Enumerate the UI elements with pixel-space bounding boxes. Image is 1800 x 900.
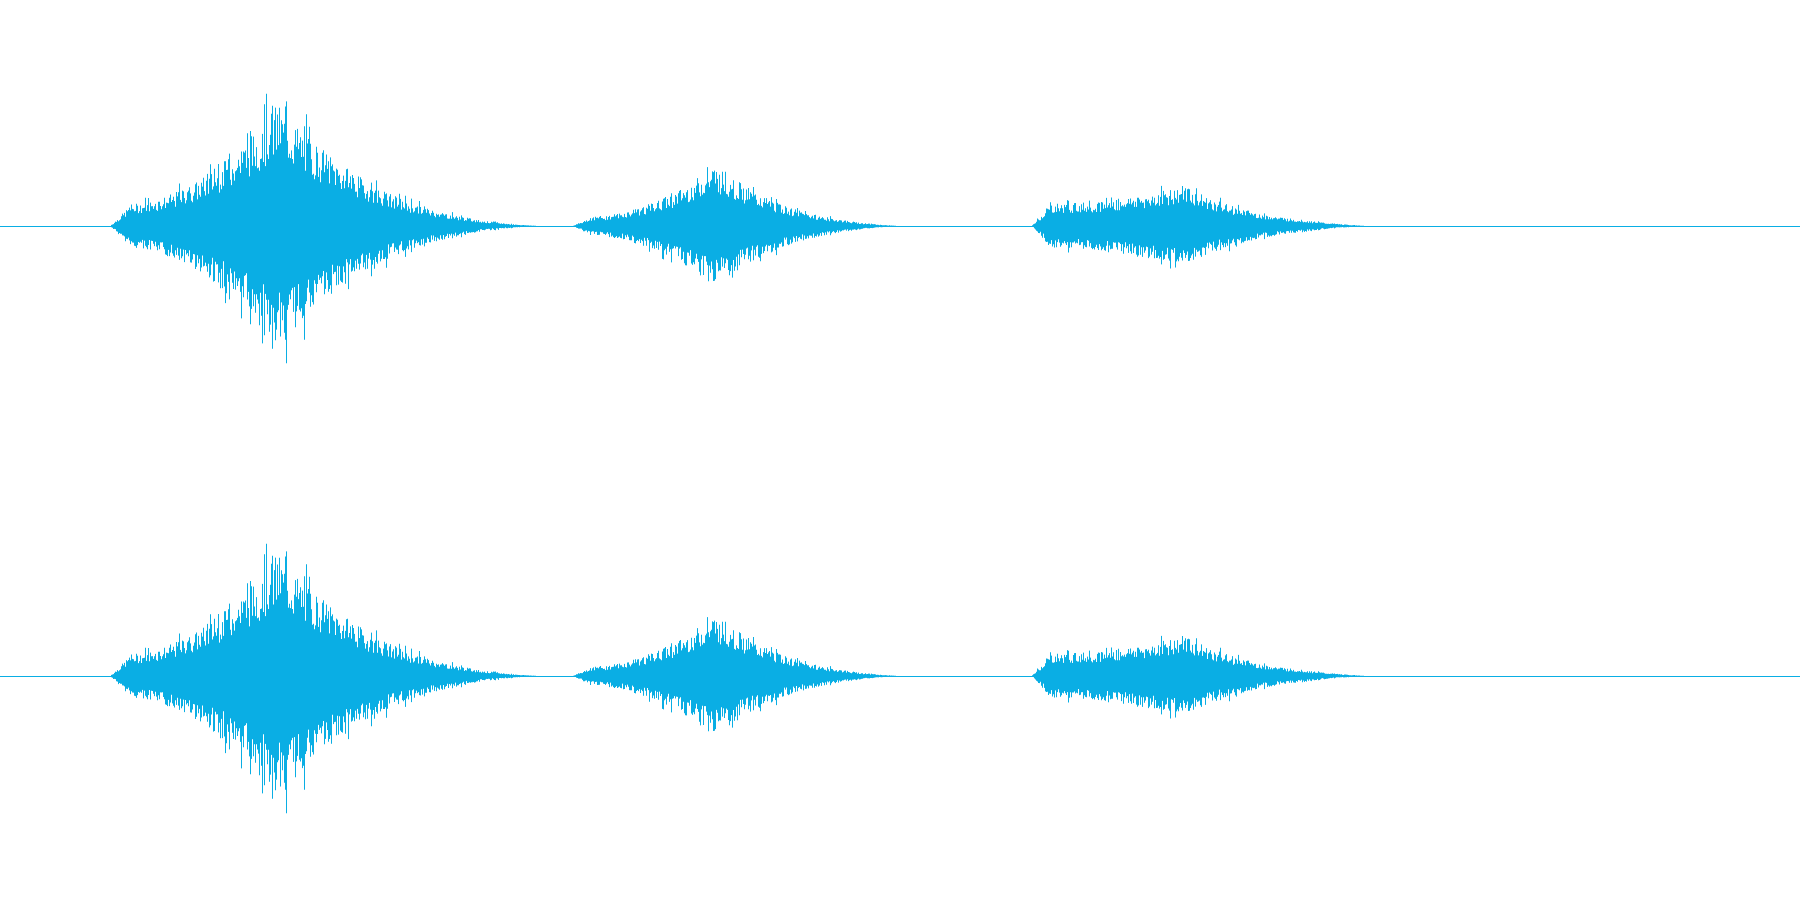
waveform-samples xyxy=(111,543,1364,814)
waveform-channel-2 xyxy=(0,543,1800,814)
waveform-channel-1 xyxy=(0,93,1800,364)
waveform-samples xyxy=(111,93,1364,364)
